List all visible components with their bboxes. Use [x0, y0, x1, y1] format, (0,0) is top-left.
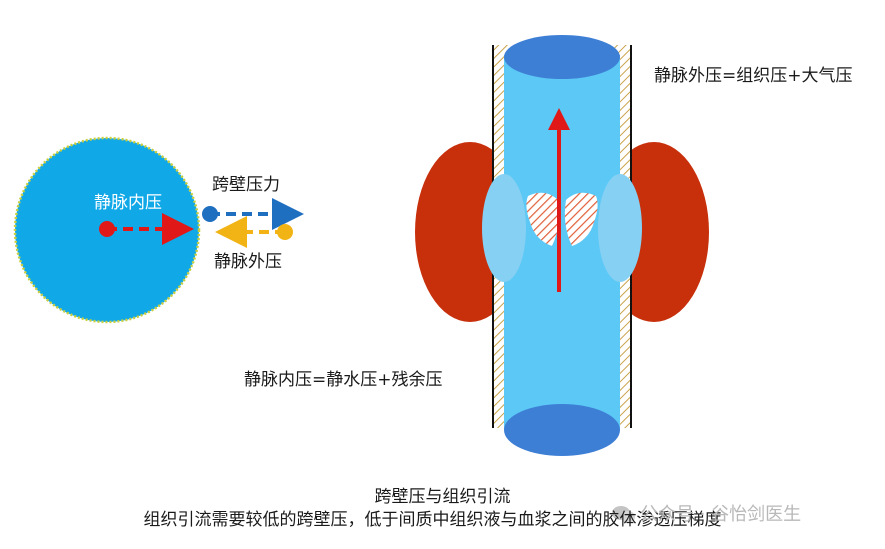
wechat-icon: [612, 506, 635, 523]
bulge-left: [482, 174, 526, 282]
outer-formula-label: 静脉外压=组织压+大气压: [654, 66, 853, 86]
outer-pressure-label: 静脉外压: [214, 252, 282, 272]
caption-title: 跨壁压与组织引流: [374, 487, 511, 507]
vessel-bottom-cap: [504, 404, 620, 456]
valve-left: [526, 192, 560, 246]
transmural-pressure-arrow: [202, 198, 304, 230]
bulge-right: [598, 174, 642, 282]
caption-body: 组织引流需要较低的跨壁压，低于间质中组织液与血浆之间的胶体渗透压梯度: [143, 510, 722, 530]
vessel-top-cap: [504, 35, 620, 79]
inner-formula-label: 静脉内压=静水压+残余压: [244, 370, 443, 390]
inner-pressure-label: 静脉内压: [94, 193, 162, 213]
valve-shapes: [526, 192, 598, 246]
outer-pressure-arrow: [215, 216, 293, 248]
flow-arrow: [548, 108, 570, 292]
flow-arrow-head: [548, 108, 570, 130]
valve-right: [564, 192, 598, 246]
inner-pressure-arrow: [99, 213, 194, 245]
outer-pressure-dot: [277, 224, 293, 240]
watermark-text: 公众号 · 谷怡剑医生: [640, 504, 802, 525]
transmural-pressure-label: 跨壁压力: [212, 175, 280, 195]
inner-pressure-dot: [99, 221, 115, 237]
transmural-pressure-dot: [202, 206, 218, 222]
interstitial-bulges: [482, 174, 642, 282]
